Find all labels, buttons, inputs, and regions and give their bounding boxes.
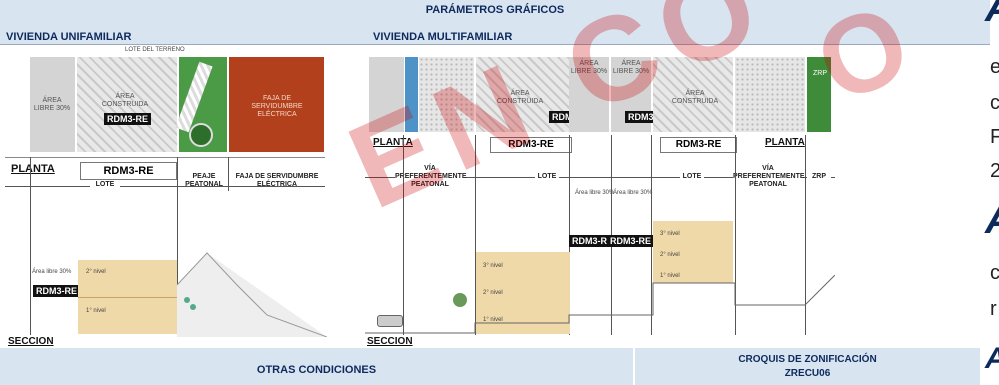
zrp-arrow-label: ZRP: [807, 173, 831, 181]
via-plan-block: [419, 57, 474, 132]
zone-tag: RDM3-RE: [104, 113, 152, 125]
left-nivel-2: 2° nivel: [483, 290, 503, 296]
area-construida-right-label: ÁREA CONSTRUIDA: [671, 90, 719, 105]
area-libre-label: ÁREA LIBRE 30%: [33, 97, 71, 112]
croquis-header: CROQUIS DE ZONIFICACIÓN ZRECU06: [635, 348, 980, 385]
area-construida-left-label: ÁREA CONSTRUIDA: [496, 90, 544, 105]
left-gray-strip: [369, 57, 404, 132]
area-libre-left: [569, 57, 609, 132]
terrain-slope: [177, 252, 327, 337]
lote-label-right: LOTE: [680, 173, 704, 181]
right-nivel-3: 3° nivel: [660, 231, 680, 237]
peaje-label: PEAJE PEATONAL: [185, 173, 223, 188]
construida-right: [653, 57, 733, 132]
right-line-3: F: [990, 126, 999, 148]
zrp-block: [807, 57, 831, 132]
via-label-right: VÍA PREFERENTEMENTE PEATONAL: [733, 165, 805, 189]
section-title: PARÁMETROS GRÁFICOS: [425, 4, 565, 16]
planta-left-label: PLANTA: [373, 137, 413, 148]
zrp-label: ZRP: [813, 70, 827, 77]
section-tag-left: RDM3-RE: [569, 235, 617, 247]
building-right-section: [653, 221, 733, 283]
right-line-6: r: [990, 298, 997, 320]
via-plan-right: [735, 57, 805, 132]
right-line-5: c: [990, 262, 999, 284]
area-construida-label: ÁREA CONSTRUIDA: [101, 93, 149, 108]
left-trees-strip: [405, 57, 418, 132]
car-icon: [377, 315, 403, 327]
planta-right-label: PLANTA: [765, 137, 805, 148]
lote-label-left: LOTE: [535, 173, 559, 181]
faja-bottom-label: FAJA DE SERVIDUMBRE ELÉCTRICA: [235, 173, 319, 188]
lote-terreno-label: LOTE DEL TERRENO: [125, 47, 185, 53]
box-left: RDM3-RE: [490, 137, 572, 153]
via-label-left: VÍA PREFERENTEMENTE PEATONAL: [395, 165, 467, 189]
box-right: RDM3-RE: [660, 137, 737, 153]
otras-condiciones-header: OTRAS CONDICIONES: [0, 348, 634, 385]
lote-label: LOTE: [90, 181, 120, 189]
seccion-label: SECCION: [8, 336, 54, 347]
right-line-2: c: [990, 92, 999, 114]
area-libre-small: Área libre 30%: [32, 269, 72, 275]
area-libre-right-label: ÁREA LIBRE 30%: [612, 60, 650, 75]
section-tag-right: RDM3-RE: [607, 235, 655, 247]
right-heading-a-2: A: [985, 198, 999, 243]
vivienda-unifamiliar-label: VIVIENDA UNIFAMILIAR: [6, 31, 132, 43]
area-libre-small-2: Área libre 30%: [613, 190, 653, 196]
right-line-4: 2: [990, 160, 999, 182]
left-nivel-1: 1° nivel: [483, 317, 503, 323]
seccion-zone-tag: RDM3-RE: [33, 285, 81, 297]
parametros-header: PARÁMETROS GRÁFICOS VIVIENDA UNIFAMILIAR…: [0, 0, 990, 45]
tree-icon: [453, 293, 467, 307]
right-nivel-1: 1° nivel: [660, 273, 680, 279]
right-line-1: e: [990, 56, 999, 78]
left-nivel-3: 3° nivel: [483, 263, 503, 269]
croquis-label: CROQUIS DE ZONIFICACIÓN: [738, 354, 877, 365]
area-construida-block: [77, 57, 177, 152]
seccion-label-multi: SECCION: [367, 336, 413, 347]
croquis-zone-label: ZRECU06: [784, 368, 831, 379]
building-left-section: [476, 252, 570, 334]
planta-label: PLANTA: [11, 163, 55, 175]
right-heading-a-3: A: [985, 342, 999, 376]
multifamiliar-drawing: ÁREA CONSTRUIDA RDM3-RE ÁREA LIBRE 30% Á…: [355, 45, 835, 348]
faja-label: FAJA DE SERVIDUMBRE ELÉCTRICA: [251, 95, 303, 118]
vivienda-multifamiliar-label: VIVIENDA MULTIFAMILIAR: [373, 31, 513, 43]
right-nivel-2: 2° nivel: [660, 252, 680, 258]
nivel-1-label: 1° nivel: [86, 308, 106, 314]
nivel-2-label: 2° nivel: [86, 269, 106, 275]
planta-box: RDM3-RE: [80, 162, 177, 180]
area-libre-small-1: Área libre 30%: [575, 190, 615, 196]
otras-condiciones-label: OTRAS CONDICIONES: [256, 364, 377, 376]
section-ground-line: [365, 275, 835, 334]
peatonal-path-block: [175, 57, 227, 152]
area-libre-left-label: ÁREA LIBRE 30%: [570, 60, 608, 75]
faja-servidumbre-block: [229, 57, 324, 152]
area-libre-block: [30, 57, 75, 152]
right-heading-a: A: [985, 0, 999, 31]
unifamiliar-drawing: LOTE DEL TERRENO ÁREA LIBRE 30% ÁREA CON…: [0, 45, 330, 348]
